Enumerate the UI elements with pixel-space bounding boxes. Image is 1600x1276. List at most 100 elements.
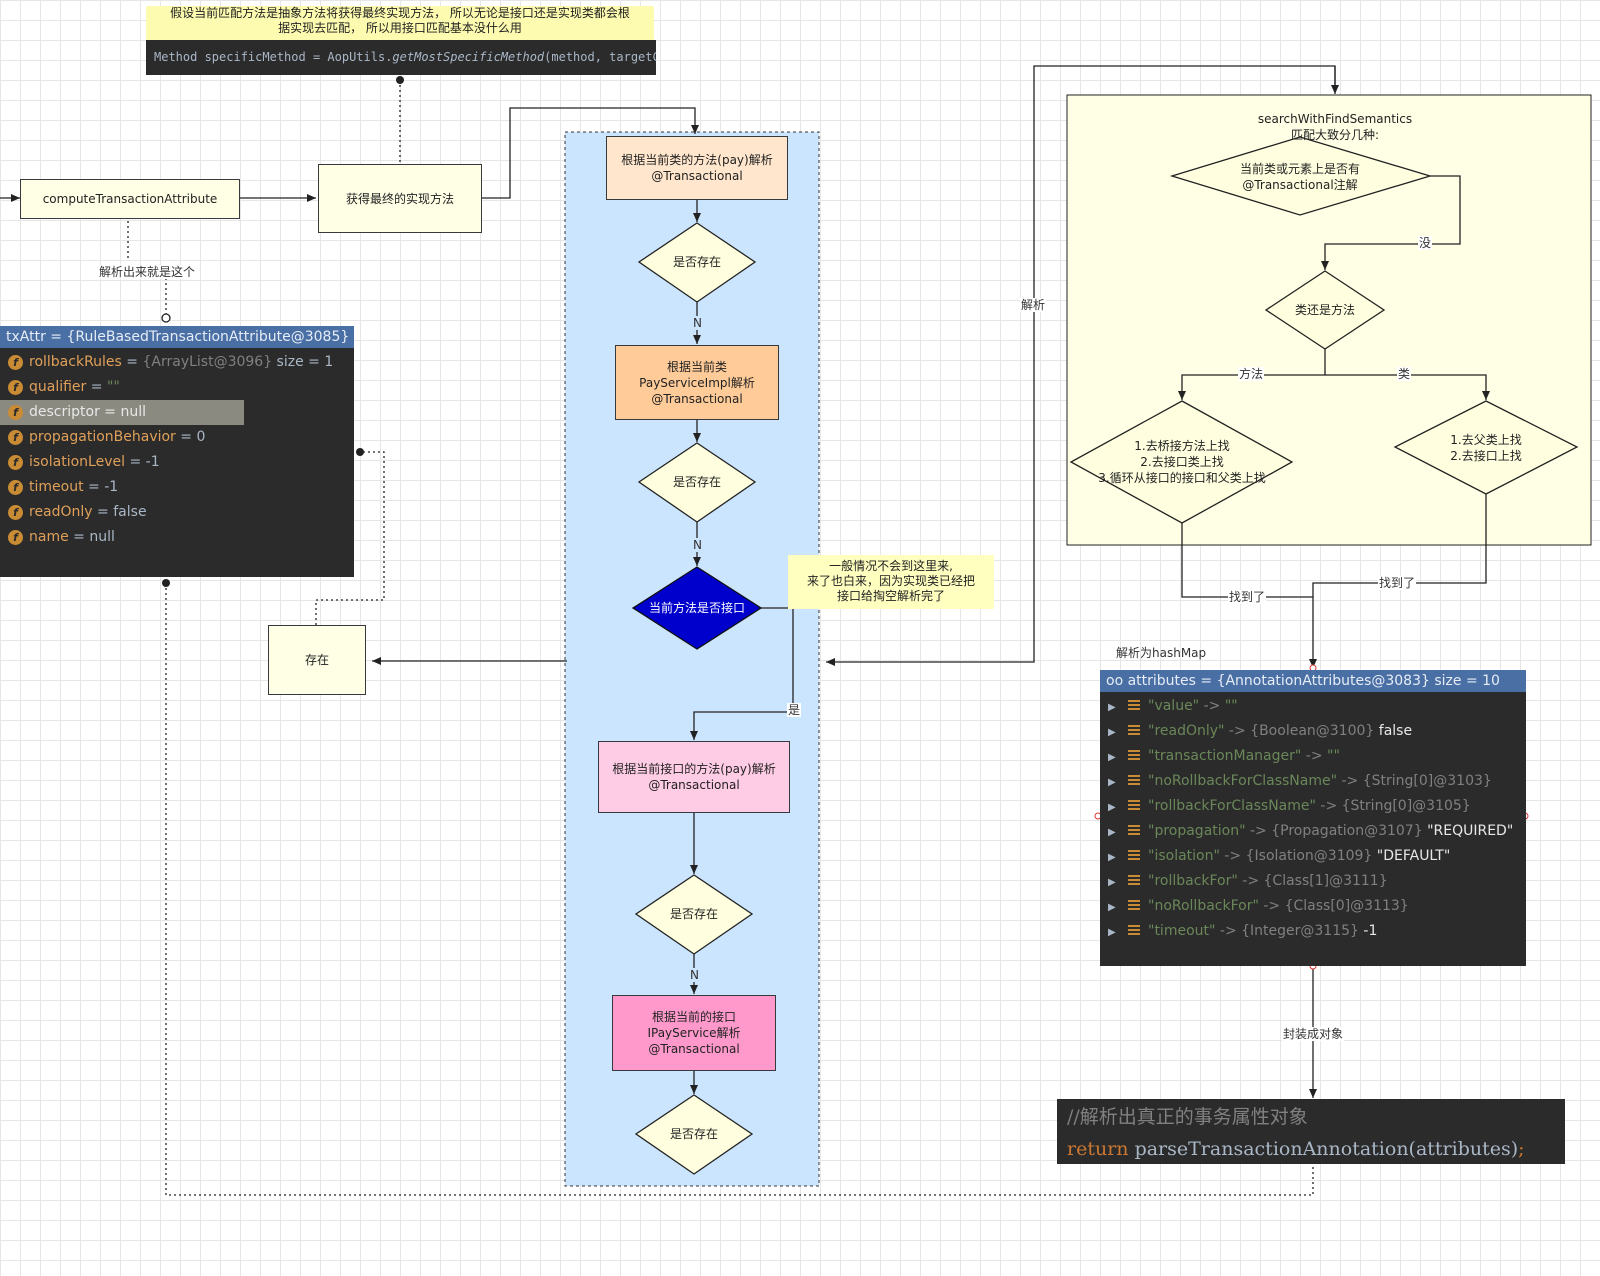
expand-triangle-icon[interactable]: ▶ — [1108, 752, 1116, 763]
top-code-block: Method specificMethod = AopUtils.getMost… — [146, 40, 656, 75]
field-name: name — [29, 529, 69, 545]
diamond-has-anno-label: 当前类或元素上是否有 @Transactional注解 — [1239, 162, 1360, 192]
expand-triangle-icon[interactable]: ▶ — [1108, 852, 1116, 863]
entry-key: "rollbackFor" — [1148, 873, 1238, 889]
expand-triangle-icon[interactable]: ▶ — [1108, 702, 1116, 713]
attribute-entry-row[interactable]: ▶"rollbackFor" -> {Class[1]@3111} — [1100, 869, 1526, 894]
label-n-3: N — [689, 968, 700, 982]
attribute-entry-row[interactable]: ▶"transactionManager" -> "" — [1100, 744, 1526, 769]
field-value: null — [120, 404, 147, 420]
expand-triangle-icon[interactable]: ▶ — [1108, 727, 1116, 738]
map-entry-icon — [1128, 800, 1140, 812]
entry-arrow: -> — [1224, 723, 1251, 739]
attribute-entry-row[interactable]: ▶"value" -> "" — [1100, 694, 1526, 719]
field-name: qualifier — [29, 379, 87, 395]
expand-triangle-icon[interactable]: ▶ — [1108, 877, 1116, 888]
entry-val: -1 — [1358, 923, 1378, 939]
entry-arrow: -> — [1315, 798, 1342, 814]
attribute-entry-row[interactable]: ▶"readOnly" -> {Boolean@3100} false — [1100, 719, 1526, 744]
entry-ref: {Class[1]@3111} — [1263, 873, 1388, 889]
map-entry-icon — [1128, 725, 1140, 737]
entry-key: "isolation" — [1148, 848, 1220, 864]
diamond-method-search — [1069, 400, 1294, 524]
field-icon: f — [8, 529, 23, 545]
entry-arrow: -> — [1301, 748, 1328, 764]
label-none: 没 — [1418, 236, 1433, 250]
top-code-suffix: (method, targetClass); — [544, 50, 656, 64]
label-parse-is-this: 解析出来就是这个 — [98, 265, 197, 279]
edge-dotted-exist-txattr — [315, 451, 385, 625]
expand-triangle-icon[interactable]: ▶ — [1108, 827, 1116, 838]
map-entry-icon — [1128, 750, 1140, 762]
diamond-exist-4-label: 是否存在 — [669, 1127, 718, 1141]
parse-interface-method-node[interactable]: 根据当前接口的方法(pay)解析 @Transactional — [598, 741, 790, 813]
attribute-entry-row[interactable]: ▶"rollbackForClassName" -> {String[0]@31… — [1100, 794, 1526, 819]
top-code-method: getMostSpecificMethod — [392, 50, 545, 64]
entry-ref: {Integer@3115} — [1241, 923, 1359, 939]
parse-class-node[interactable]: 根据当前类 PayServiceImpl解析 @Transactional — [615, 345, 779, 420]
diamond-exist-2-label: 是否存在 — [672, 475, 721, 489]
field-icon: f — [8, 454, 23, 470]
attribute-entry-row[interactable]: ▶"noRollbackForClassName" -> {String[0]@… — [1100, 769, 1526, 794]
label-yes: 是 — [787, 703, 802, 717]
get-impl-method-node[interactable]: 获得最终的实现方法 — [318, 164, 482, 233]
attribute-entry-row[interactable]: ▶"timeout" -> {Integer@3115} -1 — [1100, 919, 1526, 944]
entry-ref: "" — [1327, 748, 1340, 764]
entry-val: "DEFAULT" — [1372, 848, 1451, 864]
dot-txattr-top — [161, 313, 171, 323]
attribute-entry-row[interactable]: ▶"propagation" -> {Propagation@3107} "RE… — [1100, 819, 1526, 844]
expand-triangle-icon[interactable]: ▶ — [1108, 802, 1116, 813]
entry-arrow: -> — [1219, 848, 1246, 864]
expand-triangle-icon[interactable]: ▶ — [1108, 777, 1116, 788]
diamond-exist-1 — [637, 222, 757, 303]
label-parse: 解析 — [1020, 298, 1047, 312]
entry-val: false — [1374, 723, 1413, 739]
expand-triangle-icon[interactable]: ▶ — [1108, 902, 1116, 913]
attribute-entry-row[interactable]: ▶"noRollbackFor" -> {Class[0]@3113} — [1100, 894, 1526, 919]
map-entry-icon — [1128, 825, 1140, 837]
exist-left-node[interactable]: 存在 — [268, 625, 366, 695]
entry-ref: {String[0]@3103} — [1362, 773, 1492, 789]
label-n-1: N — [692, 316, 703, 330]
entry-val: "REQUIRED" — [1422, 823, 1514, 839]
diamond-exist-3 — [634, 874, 754, 955]
edge-dotted-bottom-loop — [165, 583, 1314, 1196]
diamond-class-or-method-label: 类还是方法 — [1294, 303, 1355, 317]
expand-triangle-icon[interactable]: ▶ — [1108, 927, 1116, 938]
diamond-has-anno — [1169, 136, 1433, 216]
map-entry-icon — [1128, 925, 1140, 937]
label-hashmap: 解析为hashMap — [1116, 646, 1207, 660]
bottom-code-call: parseTransactionAnnotation(attributes) — [1128, 1138, 1519, 1160]
diamond-exist-3-label: 是否存在 — [669, 907, 718, 921]
compute-transaction-attribute-node[interactable]: computeTransactionAttribute — [20, 179, 240, 219]
label-n-2: N — [692, 538, 703, 552]
field-icon: f — [8, 479, 23, 495]
field-icon: f — [8, 504, 23, 520]
field-value: {ArrayList@3096} — [142, 354, 273, 370]
field-value: false — [113, 504, 147, 520]
diamond-class-search-label: 1.去父类上找 2.去接口上找 — [1450, 433, 1522, 463]
field-eq: = — [83, 479, 105, 495]
entry-arrow: -> — [1245, 823, 1272, 839]
top-code-prefix: Method specificMethod = AopUtils. — [154, 50, 393, 64]
top-note: 假设当前匹配方法是抽象方法将获得最终实现方法， 所以无论是接口还是实现类都会根 … — [146, 6, 654, 40]
txattr-header: txAttr = {RuleBasedTransactionAttribute@… — [0, 326, 354, 348]
parse-pay-method-node[interactable]: 根据当前类的方法(pay)解析 @Transactional — [606, 136, 788, 200]
field-value: null — [89, 529, 115, 545]
parse-interface-node[interactable]: 根据当前的接口 IPayService解析 @Transactional — [612, 995, 776, 1071]
field-icon: f — [8, 354, 23, 370]
entry-ref: {String[0]@3105} — [1341, 798, 1471, 814]
label-wrap: 封装成对象 — [1282, 1027, 1345, 1041]
diamond-class-search — [1393, 400, 1579, 495]
entry-arrow: -> — [1199, 698, 1225, 714]
attribute-entry-row[interactable]: ▶"isolation" -> {Isolation@3109} "DEFAUL… — [1100, 844, 1526, 869]
